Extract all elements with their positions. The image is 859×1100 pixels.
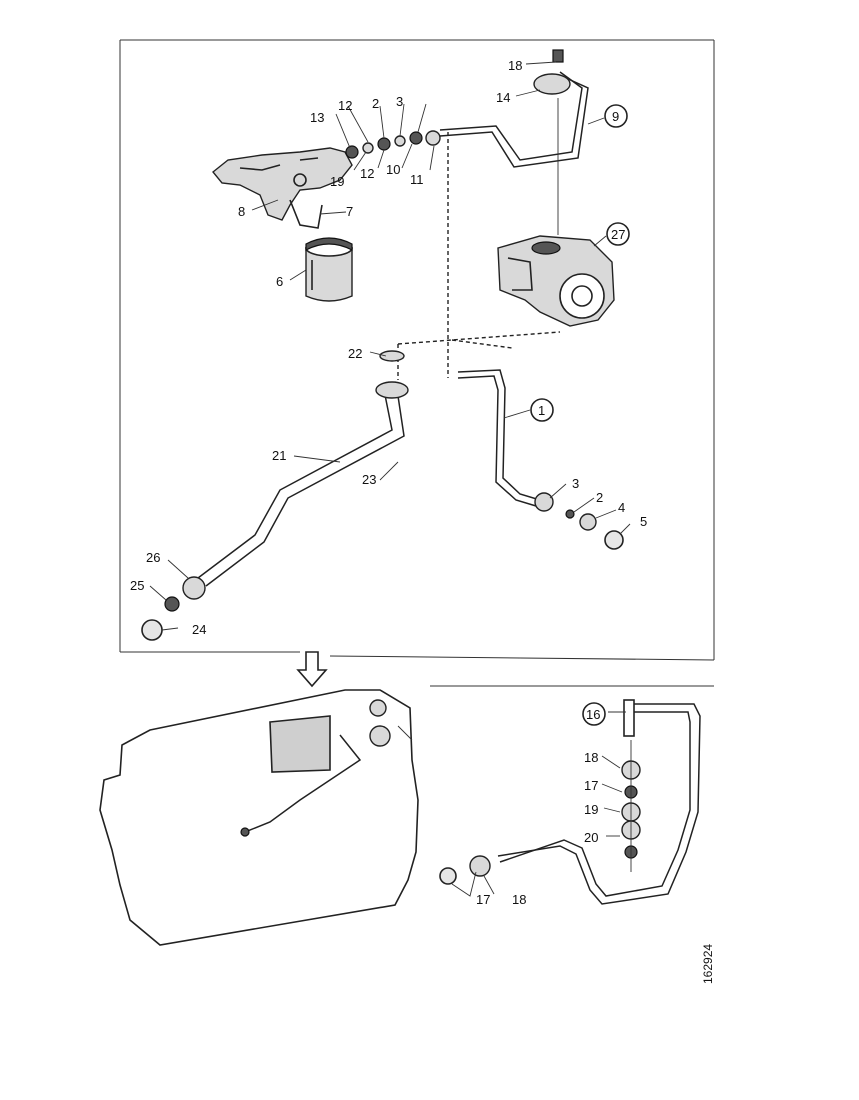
callout-3-right: 3 [572,476,579,491]
callout-21: 21 [272,448,286,463]
callout-25: 25 [130,578,144,593]
oil-pipe-1 [457,369,541,507]
callout-12-mid: 12 [360,166,374,181]
callout-13: 13 [310,110,324,125]
fitting-stack-left [141,576,206,641]
callout-18-detail: 18 [584,750,598,765]
fitting-stack-right [534,492,624,550]
callout-9: 9 [612,109,619,124]
callout-23: 23 [362,472,376,487]
callout-17-detail: 17 [584,778,598,793]
engine-outline [99,689,419,946]
callout-19-detail: 19 [584,802,598,817]
callout-10: 10 [386,162,400,177]
callout-1: 1 [538,403,545,418]
callout-7: 7 [346,204,353,219]
callout-18-bottom: 18 [512,892,526,907]
callout-26: 26 [146,550,160,565]
callout-labels: 18 14 9 13 12 2 3 19 12 10 11 8 7 6 27 2… [130,58,647,907]
callout-5: 5 [640,514,647,529]
callout-4: 4 [618,500,625,515]
callout-14: 14 [496,90,510,105]
connection-dashes [397,132,561,380]
callout-6: 6 [276,274,283,289]
fitting-stack-upper [345,130,441,159]
callout-16: 16 [586,707,600,722]
callout-11: 11 [410,172,424,187]
callout-2-top: 2 [372,96,379,111]
callout-19-top: 19 [330,174,344,189]
circled-callouts [530,104,630,726]
callout-27: 27 [611,227,625,242]
upper-view-frame [119,39,715,687]
turbocharger [497,235,615,327]
leader-lines [149,61,631,897]
callout-22: 22 [348,346,362,361]
callout-24: 24 [192,622,206,637]
callout-17-bottom: 17 [476,892,490,907]
callout-2-right: 2 [596,490,603,505]
down-arrow [296,651,328,688]
oil-pipe-21 [197,350,409,587]
callout-8-left: 8 [238,204,245,219]
figure-id: 162924 [701,944,715,984]
filter-bracket [212,147,353,229]
callout-18-top: 18 [508,58,522,73]
oil-filter [305,237,353,302]
callout-20: 20 [584,830,598,845]
callout-12-top: 12 [338,98,352,113]
callout-3-top: 3 [396,94,403,109]
oil-pipe-9 [439,49,589,235]
detail-pipe [439,699,701,905]
